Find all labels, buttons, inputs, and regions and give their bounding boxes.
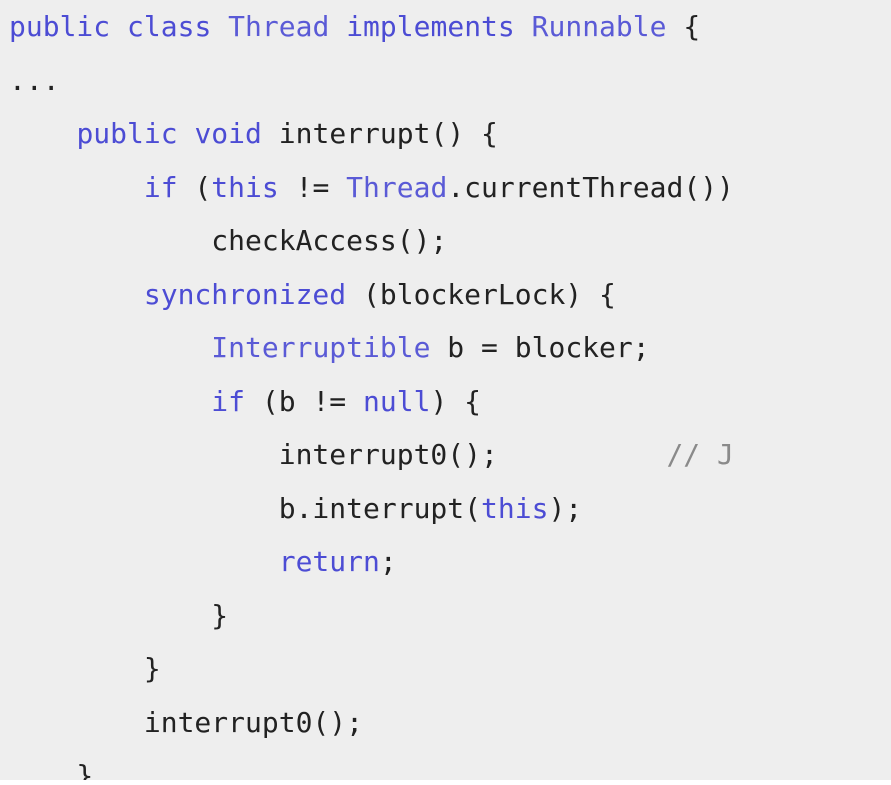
code-line-7: Interruptible b = blocker;: [9, 321, 734, 375]
code-line-15: }: [9, 749, 734, 780]
code-line-2: ...: [9, 54, 734, 108]
code-token: Thread: [228, 10, 330, 43]
code-token: }: [9, 759, 94, 780]
code-token: [9, 278, 144, 311]
code-line-8: if (b != null) {: [9, 375, 734, 429]
code-token: this: [211, 170, 279, 204]
code-line-9: interrupt0(); // J: [9, 428, 734, 482]
code-token: Thread: [346, 170, 448, 204]
code-line-10: b.interrupt(this);: [9, 482, 734, 536]
code-line-13: }: [9, 642, 734, 696]
code-token: [515, 10, 532, 43]
code-token: ...: [9, 63, 60, 97]
code-token: !=: [278, 170, 347, 204]
code-token: (: [177, 170, 212, 204]
code-token: [211, 10, 228, 43]
code-token: {: [666, 10, 701, 43]
code-token: Runnable: [531, 10, 667, 43]
code-token: public: [9, 10, 111, 43]
code-token: [178, 117, 195, 150]
code-line-11: return;: [9, 535, 734, 589]
code-line-12: }: [9, 589, 734, 643]
code-token: ;: [379, 545, 397, 578]
code-token: // J: [666, 438, 734, 471]
code-block: public class Thread implements Runnable …: [9, 0, 734, 780]
code-token: }: [9, 598, 229, 632]
code-token: if: [211, 384, 246, 418]
code-token: class: [127, 10, 212, 43]
code-token: (b !=: [245, 384, 364, 418]
code-token: [9, 385, 211, 418]
code-token: ) {: [430, 384, 482, 418]
code-line-1: public class Thread implements Runnable …: [9, 0, 734, 54]
code-line-4: if (this != Thread.currentThread()): [9, 161, 734, 215]
code-token: [329, 10, 346, 43]
code-token: if: [143, 170, 178, 204]
code-token: [9, 545, 279, 578]
code-token: interrupt0();: [9, 705, 364, 739]
code-token: );: [548, 491, 583, 525]
code-token: public: [76, 117, 178, 150]
code-token: .currentThread()): [447, 170, 734, 204]
code-token: [9, 331, 211, 364]
code-token: synchronized: [143, 277, 347, 311]
code-token: [110, 10, 127, 43]
code-line-5: checkAccess();: [9, 214, 734, 268]
code-token: void: [194, 117, 262, 150]
code-token: checkAccess();: [9, 224, 448, 257]
code-token: this: [481, 491, 549, 525]
code-token: interrupt() {: [261, 117, 498, 150]
code-token: Interruptible: [211, 331, 431, 364]
code-token: [9, 171, 144, 204]
code-line-3: public void interrupt() {: [9, 107, 734, 161]
code-token: null: [363, 384, 431, 418]
code-token: return: [278, 545, 380, 578]
code-token: interrupt0();: [9, 438, 667, 471]
code-token: b = blocker;: [430, 331, 650, 364]
code-line-14: interrupt0();: [9, 696, 734, 750]
code-token: (blockerLock) {: [346, 277, 616, 311]
code-token: implements: [346, 10, 515, 43]
code-token: b.interrupt(: [9, 491, 482, 525]
code-token: [9, 117, 76, 150]
code-token: }: [9, 652, 161, 685]
code-line-6: synchronized (blockerLock) {: [9, 268, 734, 322]
